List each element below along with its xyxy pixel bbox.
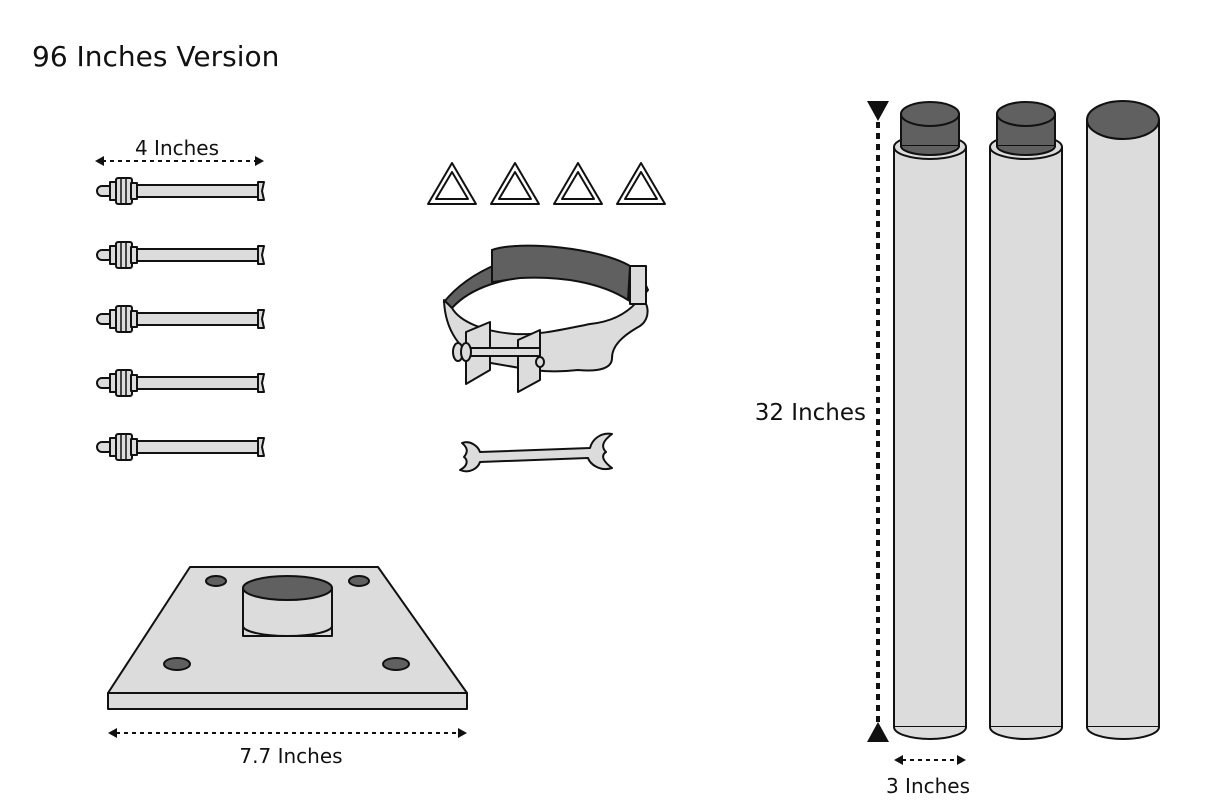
base-width-dimension: 7.7 Inches xyxy=(108,728,467,768)
pole-3 xyxy=(1086,100,1160,740)
bolt-3 xyxy=(96,305,265,333)
triangle-clip-4 xyxy=(616,162,666,205)
bolt-set xyxy=(96,177,265,461)
base-plate xyxy=(107,566,468,710)
triangle-clip-1 xyxy=(427,162,477,205)
pole-2 xyxy=(989,101,1063,740)
pole-height-label: 32 Inches xyxy=(755,400,866,426)
pole-clamp xyxy=(442,244,650,393)
pole-1 xyxy=(893,101,967,740)
bolt-2 xyxy=(96,241,265,269)
bolt-4 xyxy=(96,369,265,397)
diagram-title: 96 Inches Version xyxy=(32,40,279,73)
bolt-5 xyxy=(96,433,265,461)
triangle-clip-set xyxy=(427,162,666,205)
wrench xyxy=(459,432,613,473)
pole-height-dimension: 32 Inches xyxy=(755,101,889,742)
base-width-label: 7.7 Inches xyxy=(239,744,342,768)
bolt-1 xyxy=(96,177,265,205)
triangle-clip-3 xyxy=(553,162,603,205)
pole-diameter-dimension: 3 Inches xyxy=(886,755,970,798)
pole-diameter-label: 3 Inches xyxy=(886,774,970,798)
bolt-dimension: 4 Inches xyxy=(95,136,264,166)
bolt-length-label: 4 Inches xyxy=(135,136,219,160)
triangle-clip-2 xyxy=(490,162,540,205)
